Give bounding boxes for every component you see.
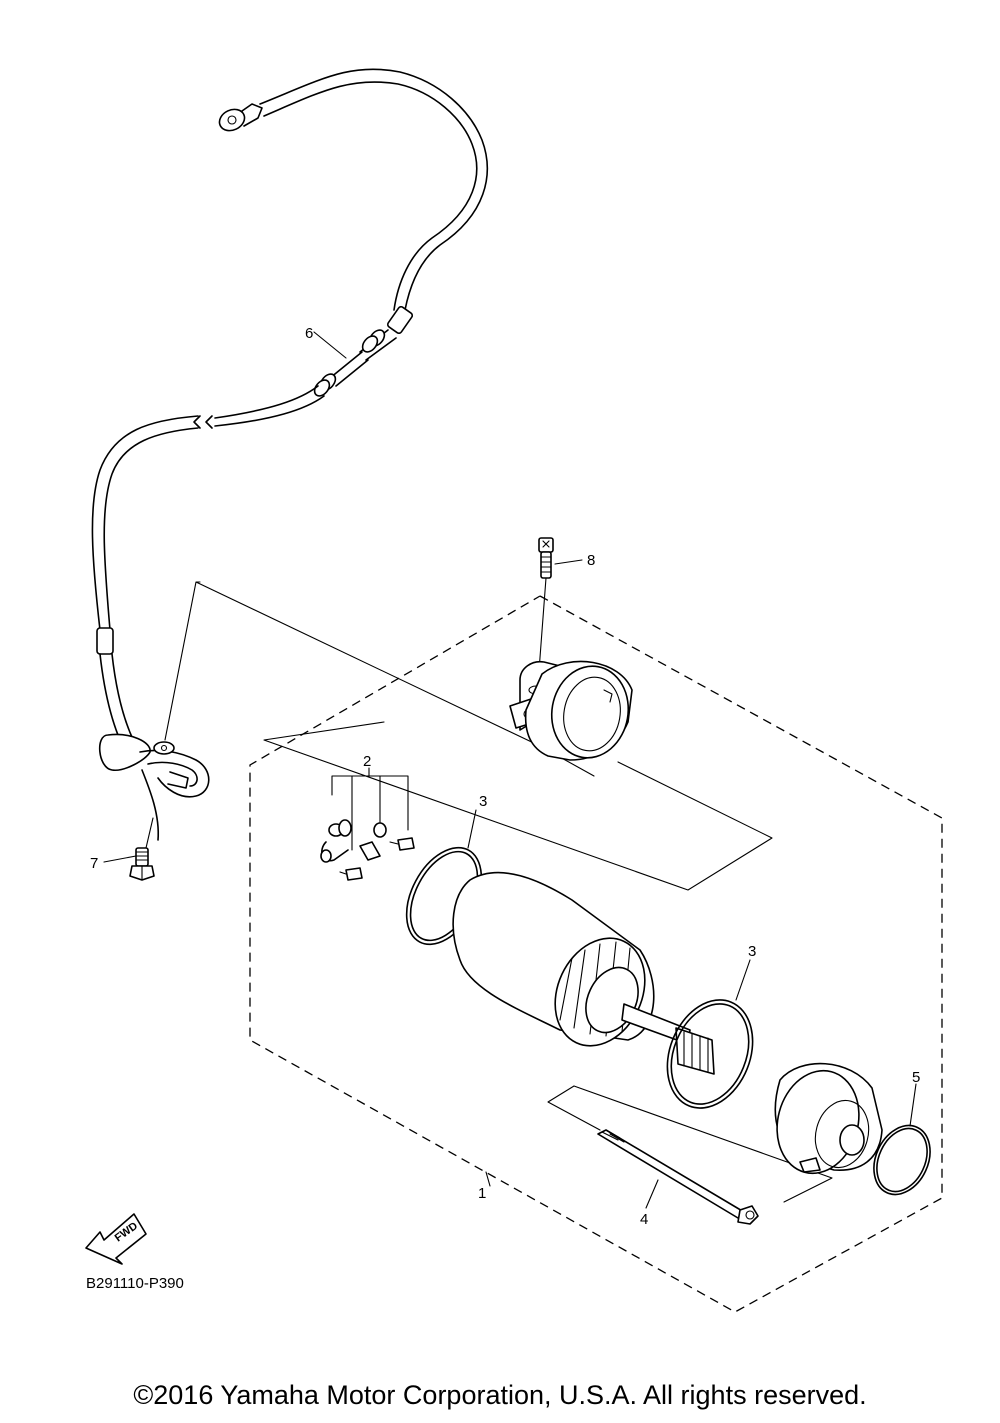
starter-assembly-boundary xyxy=(249,595,943,1313)
o-ring-3-lower xyxy=(666,999,754,1109)
motor-yoke xyxy=(452,871,715,1075)
through-bolt-4 xyxy=(597,1129,759,1225)
callout-3-lower: 3 xyxy=(748,943,756,960)
copyright-notice: ©2016 Yamaha Motor Corporation, U.S.A. A… xyxy=(133,1380,867,1410)
front-cover xyxy=(509,660,633,761)
brush-set xyxy=(320,767,415,881)
bolt-8 xyxy=(538,537,554,579)
callout-7: 7 xyxy=(90,855,98,872)
callout-leaders xyxy=(103,331,917,1209)
callout-1: 1 xyxy=(478,1185,486,1202)
callout-5: 5 xyxy=(912,1069,920,1086)
callout-3-upper: 3 xyxy=(479,793,487,810)
diagram-code: B291110-P390 xyxy=(86,1275,184,1292)
callout-4: 4 xyxy=(640,1211,648,1228)
callout-numbers: 1 2 3 3 4 5 6 7 8 xyxy=(90,325,920,1228)
fwd-arrow-icon: FWD xyxy=(85,1213,147,1265)
rear-cover xyxy=(774,1062,883,1175)
callout-2: 2 xyxy=(363,753,371,770)
bolt-7 xyxy=(129,847,155,881)
o-ring-5 xyxy=(873,1124,931,1196)
callout-6: 6 xyxy=(305,325,313,342)
callout-8: 8 xyxy=(587,552,595,569)
starter-lead-cable xyxy=(91,68,489,841)
